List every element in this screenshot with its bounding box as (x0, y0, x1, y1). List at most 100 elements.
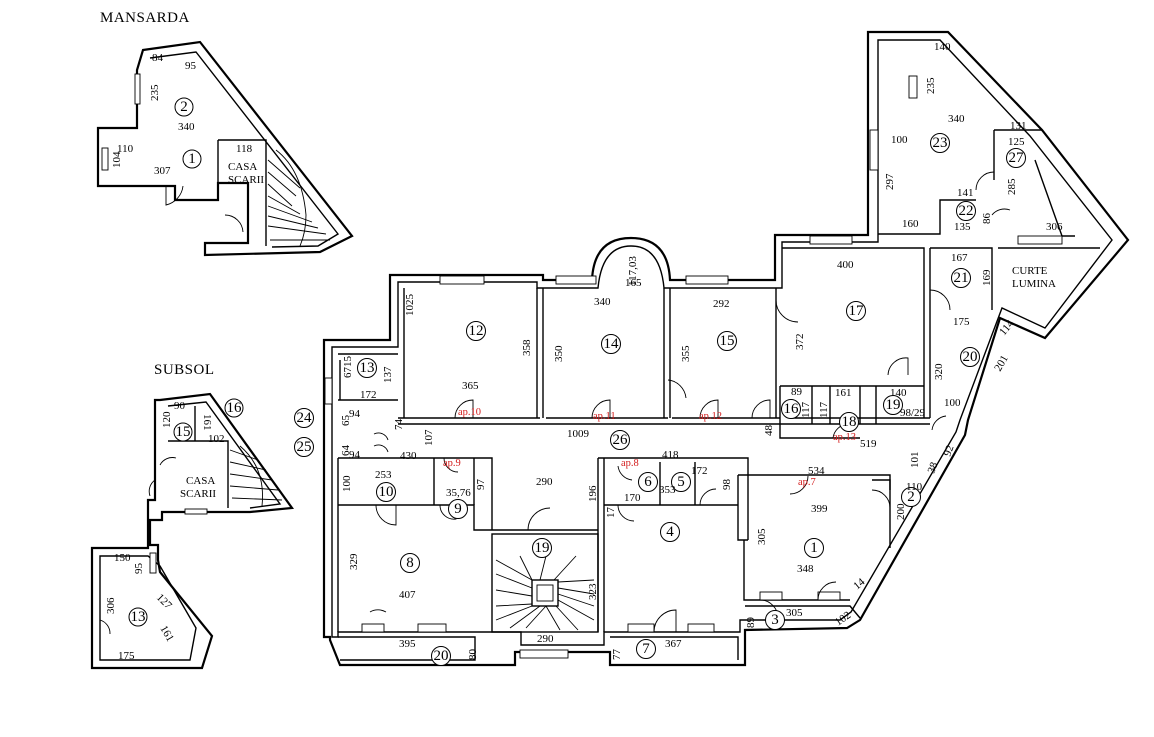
dimension: 340 (178, 121, 195, 133)
dimension: 107 (423, 429, 435, 446)
dimension: 307 (154, 165, 171, 177)
dimension: 65 (340, 415, 352, 427)
door-swing (165, 185, 184, 206)
dimension: 131 (1010, 120, 1027, 132)
window (101, 147, 109, 171)
apartment-labels: ap.10 ap.11 ap.12 ap.13 ap.9 ap.8 ap.7 (443, 407, 856, 488)
dimension: 14 (851, 576, 868, 593)
room-marker (610, 430, 630, 450)
subsol-inner-wall (167, 401, 282, 509)
mansarda-inner-wall (149, 51, 340, 248)
dimension: 90 (174, 400, 186, 412)
apartment-label: ap.7 (798, 477, 816, 488)
room-marker (839, 412, 859, 432)
room-marker (960, 347, 980, 367)
dimension: 127 (154, 592, 175, 613)
stair-label: CASA (186, 475, 215, 487)
main-inner-wall (331, 39, 1113, 646)
room-number: 27 (1009, 150, 1025, 166)
partition-wall (775, 247, 931, 418)
dimension: 430 (400, 450, 417, 462)
dimension: 101 (909, 452, 921, 469)
room-number: 10 (379, 484, 394, 500)
dimension: 137 (382, 366, 394, 383)
room-number: 2 (180, 99, 188, 115)
room-marker (901, 487, 921, 507)
dimension: 80 (467, 649, 479, 661)
dimension: 201 (992, 353, 1011, 373)
room-number: 1 (188, 151, 196, 167)
dimension: 161 (201, 414, 213, 431)
room-marker (883, 395, 903, 415)
dimension: 84 (152, 52, 164, 64)
room-number: 24 (297, 410, 313, 426)
partition-wall (433, 458, 475, 505)
dimension: 305 (756, 528, 768, 545)
dimension: 98/29 (900, 407, 926, 419)
dimension: 365 (462, 380, 479, 392)
stair-label: SCARII (228, 174, 264, 186)
dimension: 98 (721, 479, 733, 491)
window (149, 552, 157, 574)
dimensions: 1025 358 365 6715 137 172 117,03 165 340… (340, 41, 1063, 660)
door-swing (159, 457, 177, 466)
partition-wall (604, 462, 850, 601)
apartment-label: ap.12 (699, 411, 722, 422)
dimension: 367 (665, 638, 682, 650)
partition-wall (779, 385, 924, 439)
room-number: 5 (677, 474, 685, 490)
dimension: 323 (587, 583, 599, 600)
room-marker (448, 499, 468, 519)
room-marker (846, 301, 866, 321)
dimension: 418 (662, 449, 679, 461)
room-number: 7 (642, 641, 650, 657)
room-marker (636, 639, 656, 659)
dimension: 253 (375, 469, 392, 481)
room-marker (400, 553, 420, 573)
dimension: 320 (933, 363, 945, 380)
balcony-20 (338, 636, 476, 661)
dimension: 235 (149, 84, 161, 101)
room-number: 21 (954, 270, 969, 286)
dimension: 340 (594, 296, 611, 308)
room-marker (601, 334, 621, 354)
room-marker (466, 321, 486, 341)
dimension: 305 (786, 607, 803, 619)
dimension: 117 (800, 401, 812, 418)
dimension: 64 (340, 445, 352, 457)
room-marker (765, 610, 785, 630)
room-number: 3 (771, 612, 779, 628)
partition-wall (403, 288, 671, 418)
room-number: 14 (604, 336, 620, 352)
apartment-label: ap.11 (593, 411, 616, 422)
dimension: 1025 (404, 294, 416, 317)
dimension: 172 (360, 389, 377, 401)
room-number: 13 (131, 609, 146, 625)
partition-wall (337, 458, 492, 632)
room-marker (930, 133, 950, 153)
room-marker (781, 399, 801, 419)
dimension: 6715 (342, 356, 354, 379)
doors (369, 171, 1011, 633)
room-number: 12 (469, 323, 484, 339)
main-floor-plan: CURTE LUMINA (322, 30, 1130, 667)
subsol-stair (229, 445, 283, 507)
dimension: 306 (1046, 221, 1063, 233)
room-marker (717, 331, 737, 351)
room-number: 19 (886, 397, 901, 413)
stair-label: SCARII (180, 488, 216, 500)
room-marker (951, 268, 971, 288)
dimension: 89 (791, 386, 803, 398)
dimension: 285 (1006, 178, 1018, 195)
room-number: 20 (434, 648, 449, 664)
dimension: 175 (953, 316, 970, 328)
room-marker (956, 201, 976, 221)
dimension: 172 (691, 465, 708, 477)
dimension: 17 (605, 507, 617, 519)
dimension: 290 (537, 633, 554, 645)
apartment-label: ap.9 (443, 458, 461, 469)
dimension: 74 (393, 419, 405, 431)
dimension: 94 (349, 449, 361, 461)
dimension: 169 (981, 269, 993, 286)
